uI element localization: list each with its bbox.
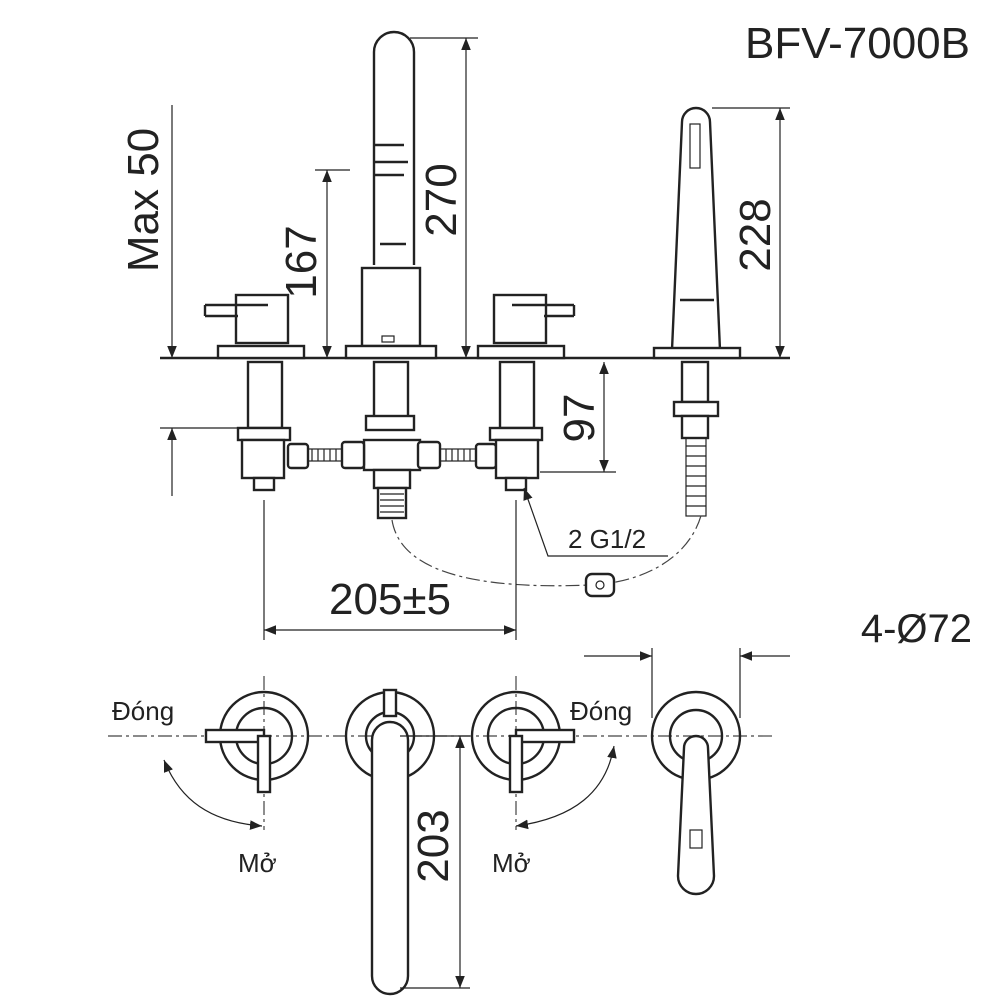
dim-center-distance: 205±5 (329, 575, 451, 624)
dim-deck-thickness: Max 50 (119, 128, 168, 272)
inlet-spec: 2 G1/2 (568, 524, 646, 554)
spout-side (344, 30, 438, 520)
left-valve-side (203, 293, 306, 492)
left-open-label: Mở (238, 848, 277, 878)
left-handle-top (204, 690, 310, 794)
model-title: BFV-7000B (745, 19, 970, 68)
hose-clip (584, 572, 616, 598)
right-close-label: Đóng (570, 696, 632, 726)
right-handle-top (470, 690, 576, 794)
dim-shank-length: 97 (555, 394, 604, 443)
right-valve-side (476, 293, 576, 492)
dim-spout-reach: 203 (409, 809, 458, 882)
dim-handle-height: 167 (277, 225, 326, 298)
dim-spout-height: 270 (417, 163, 466, 236)
dim-hole-spec: 4-Ø72 (861, 607, 972, 651)
hose-loop (391, 511, 703, 587)
dim-handshower-height: 228 (731, 198, 780, 271)
left-close-label: Đóng (112, 696, 174, 726)
right-open-label: Mở (492, 848, 531, 878)
handshower-top (650, 690, 742, 896)
handshower-side (652, 106, 742, 517)
